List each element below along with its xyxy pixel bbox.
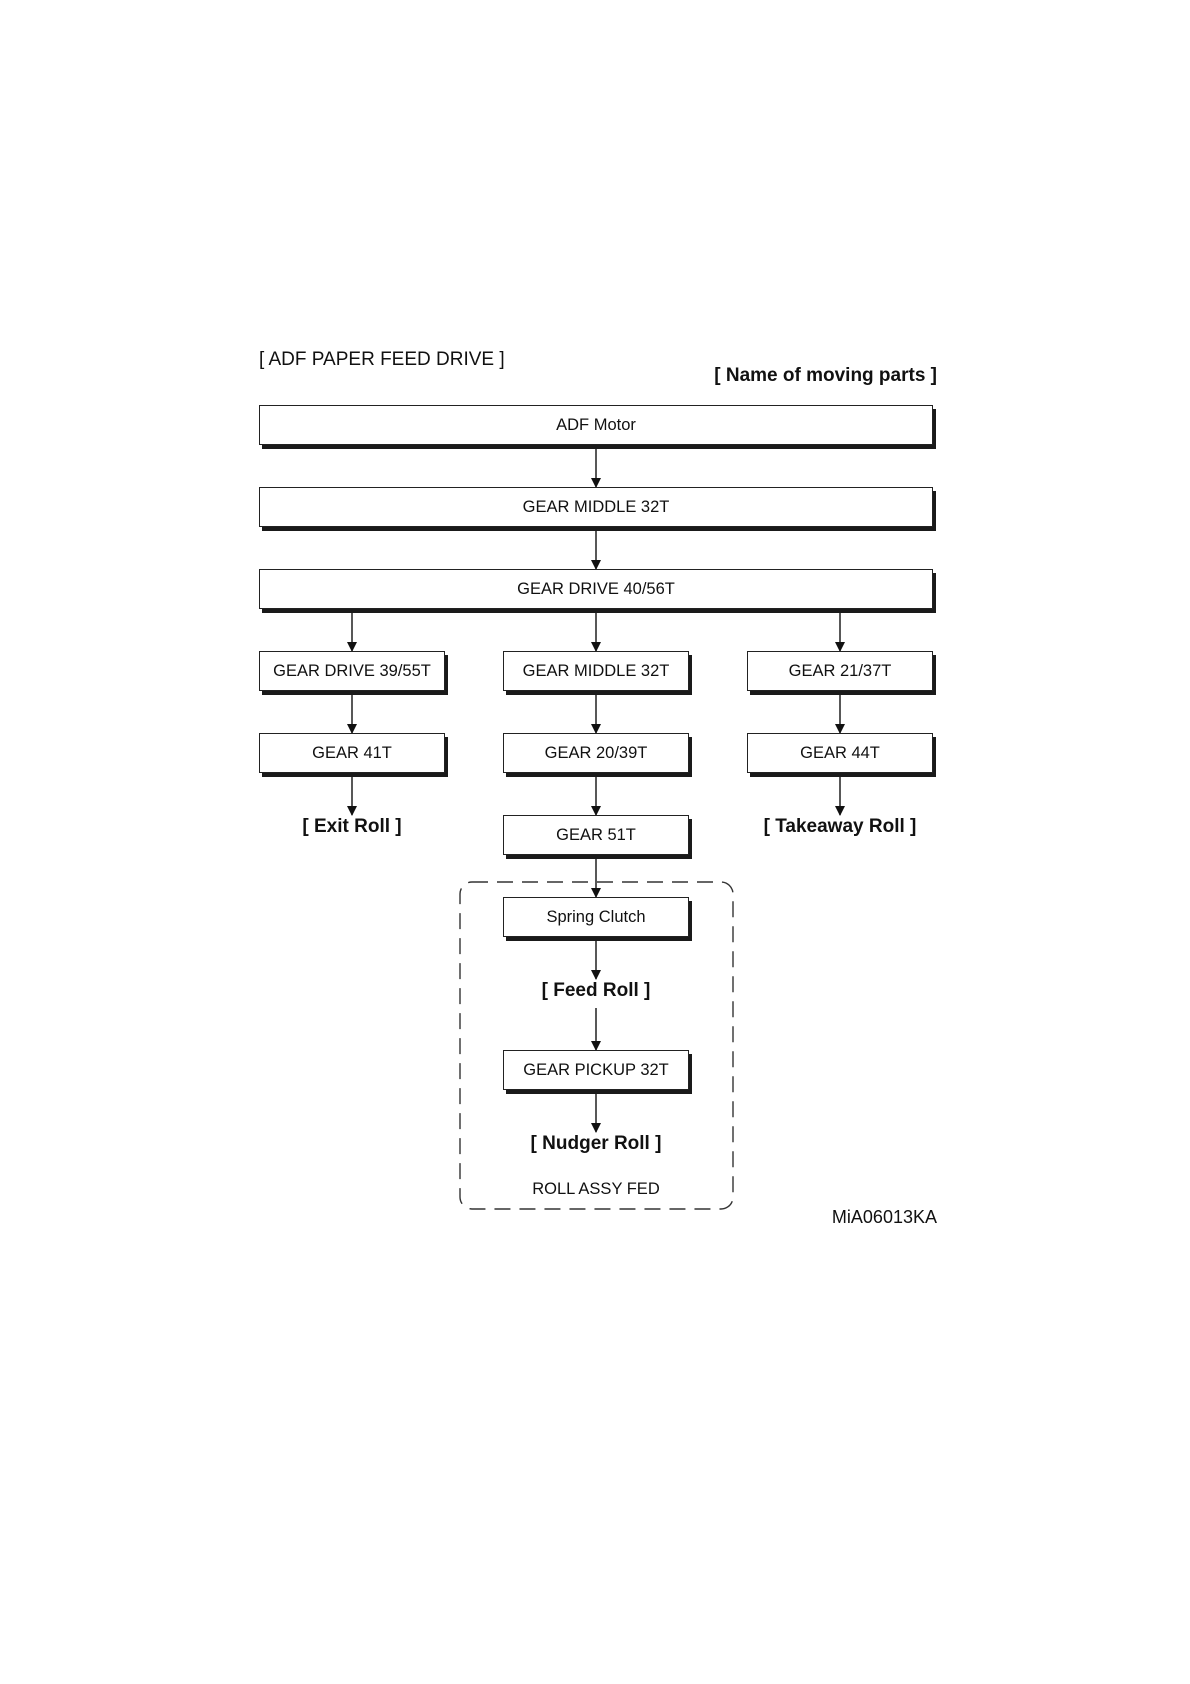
figure-id: MiA06013KA: [832, 1207, 937, 1228]
part-exit-roll: [ Exit Roll ]: [302, 816, 401, 838]
box-gear-drive-39-55t: GEAR DRIVE 39/55T: [259, 651, 445, 691]
box-spring-clutch: Spring Clutch: [503, 897, 689, 937]
box-gear-drive-40-56t: GEAR DRIVE 40/56T: [259, 569, 933, 609]
part-nudger-roll: [ Nudger Roll ]: [531, 1133, 662, 1155]
part-feed-roll: [ Feed Roll ]: [542, 980, 651, 1002]
box-gear-middle-32t-top: GEAR MIDDLE 32T: [259, 487, 933, 527]
box-gear-middle-32t-mid: GEAR MIDDLE 32T: [503, 651, 689, 691]
group-label-roll-assy-fed: ROLL ASSY FED: [532, 1180, 659, 1199]
legend-label: [ Name of moving parts ]: [714, 365, 937, 387]
box-adf-motor: ADF Motor: [259, 405, 933, 445]
box-gear-51t: GEAR 51T: [503, 815, 689, 855]
box-gear-20-39t: GEAR 20/39T: [503, 733, 689, 773]
box-gear-pickup-32t: GEAR PICKUP 32T: [503, 1050, 689, 1090]
diagram-title: [ ADF PAPER FEED DRIVE ]: [259, 349, 505, 371]
box-gear-44t: GEAR 44T: [747, 733, 933, 773]
part-takeaway-roll: [ Takeaway Roll ]: [764, 816, 917, 838]
box-gear-21-37t: GEAR 21/37T: [747, 651, 933, 691]
box-gear-41t: GEAR 41T: [259, 733, 445, 773]
